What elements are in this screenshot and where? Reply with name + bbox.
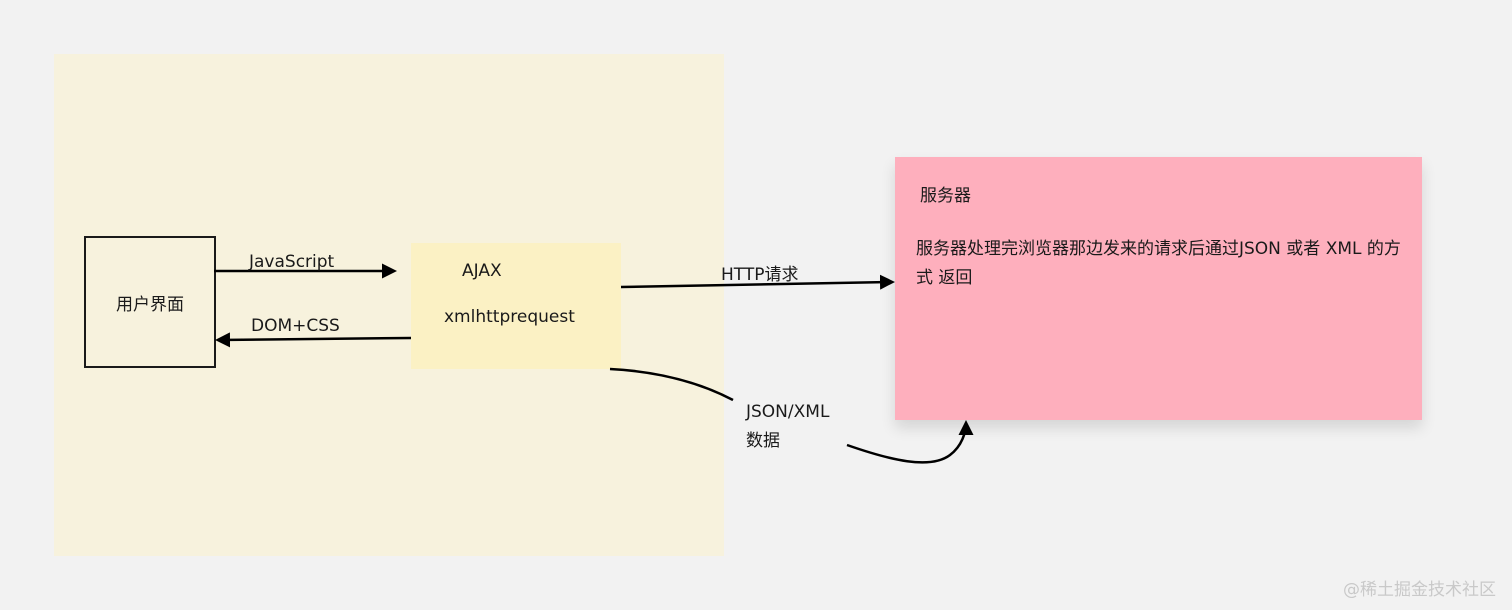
http-request-label: HTTP请求 xyxy=(721,265,799,285)
user-interface-label: 用户界面 xyxy=(116,294,184,315)
json-xml-label-line1: JSON/XML xyxy=(746,402,830,422)
json-xml-label-line2: 数据 xyxy=(746,431,780,451)
javascript-label: JavaScript xyxy=(249,252,335,272)
dom-css-label: DOM+CSS xyxy=(251,316,340,336)
server-node: 服务器 服务器处理完浏览器那边发来的请求后通过JSON 或者 XML 的方式 返… xyxy=(895,157,1422,420)
dom-css-arrow xyxy=(215,332,412,348)
json-xml-label: JSON/XML 数据 xyxy=(746,398,856,456)
server-description: 服务器处理完浏览器那边发来的请求后通过JSON 或者 XML 的方式 返回 xyxy=(916,239,1401,288)
ajax-node: AJAX xmlhttprequest xyxy=(411,243,621,369)
http-request-arrow xyxy=(620,274,895,290)
user-interface-node: 用户界面 xyxy=(84,236,216,368)
watermark: @稀土掘金技术社区 xyxy=(1343,580,1496,600)
ajax-title: AJAX xyxy=(462,261,502,281)
ajax-subtitle: xmlhttprequest xyxy=(444,307,575,327)
json-xml-curve-end xyxy=(846,420,974,464)
json-xml-curve-start xyxy=(609,367,734,402)
server-title: 服务器 xyxy=(920,186,971,206)
